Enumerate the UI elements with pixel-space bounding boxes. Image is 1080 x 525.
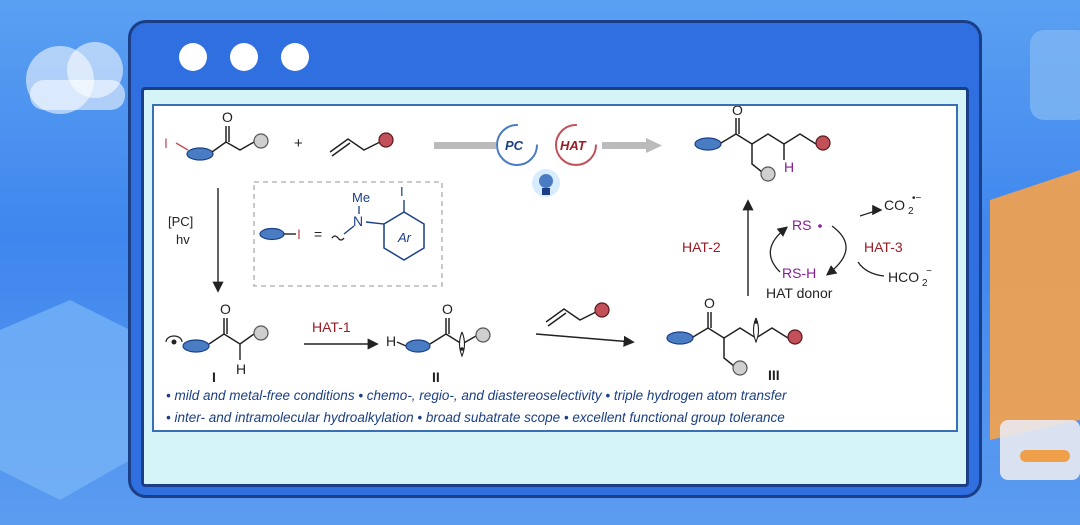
condition-light: hv [176, 232, 190, 247]
definition-equals: = [314, 226, 322, 242]
product-molecule: O H [694, 102, 831, 182]
rs-h: RS-H [782, 265, 816, 281]
red-group-marker [378, 132, 394, 148]
int2-oxygen: O [442, 301, 453, 317]
hat3-label: HAT-3 [864, 239, 903, 255]
main-reaction-arrow: PC HAT [434, 124, 662, 197]
intermediate-one: O H I [165, 301, 269, 385]
formate-superscript: − [926, 266, 932, 277]
int2-label: II [432, 369, 440, 385]
alkene-addition [535, 302, 635, 347]
co2-subscript: 2 [908, 206, 914, 217]
int1-h: H [236, 361, 246, 377]
lightbulb-icon [532, 169, 560, 197]
window-dot-2[interactable] [230, 43, 258, 71]
co2-superscript: •− [912, 193, 922, 204]
hat-label: HAT [560, 138, 587, 153]
definition-iodide: I [297, 226, 301, 242]
intermediate-two: H O II [386, 301, 491, 385]
int3-oxygen: O [704, 295, 715, 311]
intermediate-three: O III [666, 295, 803, 383]
definition-nitrogen: N [353, 213, 363, 229]
int3-label: III [768, 367, 780, 383]
formate: HCO [888, 269, 919, 285]
window-titlebar [131, 23, 979, 91]
pc-label: PC [505, 138, 524, 153]
alkene-reactant [329, 132, 394, 157]
reaction-scheme: I O + [164, 102, 932, 425]
plus-sign: + [294, 135, 303, 152]
window-dot-1[interactable] [179, 43, 207, 71]
hat-donor: HAT donor [766, 285, 833, 301]
condition-catalyst: [PC] [168, 214, 193, 229]
product-oxygen-label: O [732, 106, 743, 118]
content-frame: I O + [141, 87, 969, 487]
gray-group-marker [253, 133, 269, 149]
features-line-2: • inter- and intramolecular hydroalkylat… [166, 410, 785, 425]
aryl-definition-box: I = N Me I Ar [253, 181, 443, 287]
window-dot-3[interactable] [281, 43, 309, 71]
formate-subscript: 2 [922, 278, 928, 289]
definition-methyl: Me [352, 190, 370, 205]
p-orbital-icon [458, 331, 466, 358]
hat-cycle: HAT-2 RS RS-H HAT donor CO 2 •− HAT-3 HC… [682, 193, 932, 301]
int2-h: H [386, 333, 396, 349]
hat1-label: HAT-1 [312, 319, 351, 335]
scheme-panel: I O + [152, 102, 958, 432]
features-line-1: • mild and metal-free conditions • chemo… [166, 388, 787, 403]
int1-label: I [212, 369, 216, 385]
definition-aryl: Ar [397, 230, 412, 245]
browser-window: I O + [128, 20, 982, 498]
definition-ortho-iodide: I [400, 184, 404, 199]
int1-oxygen: O [220, 301, 231, 317]
reactant-ketone: I O [164, 109, 269, 161]
rs-radical: RS [792, 217, 811, 233]
aryl-group-marker [186, 147, 214, 161]
product-h-label: H [784, 159, 794, 175]
reactant-iodide-label: I [164, 135, 168, 151]
co2-radical: CO [884, 197, 905, 213]
reactant-oxygen-label: O [222, 109, 233, 125]
hat2-label: HAT-2 [682, 239, 721, 255]
